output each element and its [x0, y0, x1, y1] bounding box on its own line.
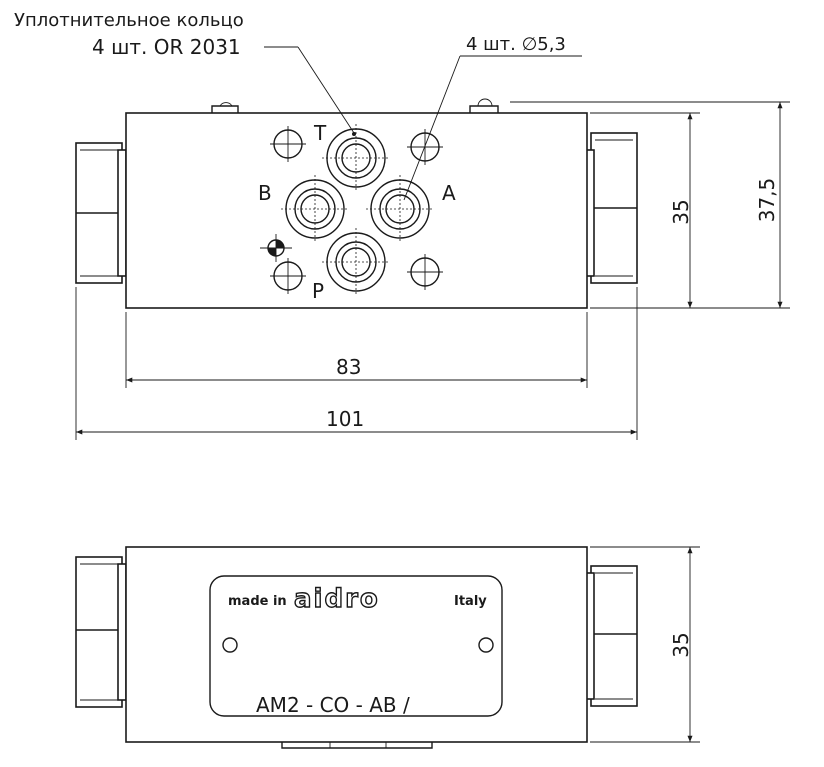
port-label-B: B — [258, 181, 272, 205]
right-fitting-top — [585, 132, 638, 284]
nameplate-made-in: made in — [228, 594, 287, 609]
top-view: T B A P Уплотнительное кольцо 4 шт. OR 2… — [14, 10, 790, 440]
dim-83: 83 — [336, 355, 361, 379]
bottom-ledge — [281, 742, 433, 749]
right-fitting-front — [585, 565, 638, 707]
nameplate-rivet — [478, 637, 494, 653]
nameplate — [209, 575, 503, 717]
seal-spec: 4 шт. OR 2031 — [92, 35, 241, 59]
nameplate-brand-logo: aidro — [294, 584, 380, 614]
valve-body-front — [125, 546, 588, 743]
top-bump-right — [469, 105, 499, 113]
left-fitting-front — [75, 556, 127, 708]
dim-35-top: 35 — [669, 199, 693, 224]
port-label-T: T — [313, 121, 327, 145]
nameplate-model: AM2 - CO - AB / — [256, 693, 410, 717]
dim-101: 101 — [326, 407, 364, 431]
top-bump-left — [211, 105, 239, 113]
holes-leader — [403, 55, 461, 201]
left-fitting-top — [75, 142, 127, 284]
mounting-hole — [270, 126, 306, 162]
dim-35-front: 35 — [669, 632, 693, 657]
port-P — [322, 228, 390, 296]
port-label-A: A — [442, 181, 456, 205]
nameplate-country: Italy — [454, 594, 487, 609]
port-label-P: P — [312, 279, 324, 303]
mounting-hole — [270, 258, 306, 294]
port-T — [322, 124, 390, 192]
mounting-hole — [407, 254, 443, 290]
valve-body-top — [125, 112, 588, 309]
seal-leader — [297, 46, 355, 134]
front-view: made in aidro Italy AM2 - CO - AB / 35 — [75, 546, 700, 749]
port-A — [366, 175, 434, 243]
seal-label: Уплотнительное кольцо — [14, 10, 244, 31]
dim-37-5: 37,5 — [755, 178, 779, 223]
port-B — [281, 175, 349, 243]
dowel-symbol-icon — [260, 234, 292, 262]
nameplate-rivet — [222, 637, 238, 653]
holes-label: 4 шт. ∅5,3 — [466, 34, 566, 55]
